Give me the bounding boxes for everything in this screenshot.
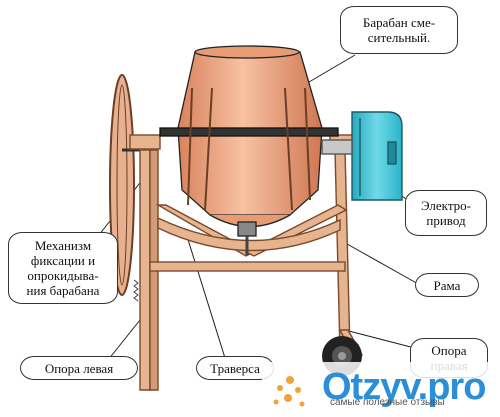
label-traverse: Траверса [196, 356, 274, 380]
label-tilt-mechanism: Механизм фиксации и опрокидыва- ния бара… [8, 232, 118, 304]
watermark-text: Otzyv.pro [322, 366, 486, 408]
sparkle-icon [273, 376, 305, 407]
tilt-lock-spring [133, 279, 139, 302]
watermark-subtitle: самые полезные отзывы [330, 397, 445, 408]
label-left-support: Опора левая [20, 356, 138, 380]
electric-drive [321, 111, 403, 201]
watermark-logo [262, 362, 500, 417]
label-electric-drive: Электро- привод [405, 190, 487, 236]
label-drum: Барабан сме- сительный. [340, 6, 458, 54]
mixer-drum [159, 45, 339, 255]
label-frame: Рама [415, 273, 479, 297]
